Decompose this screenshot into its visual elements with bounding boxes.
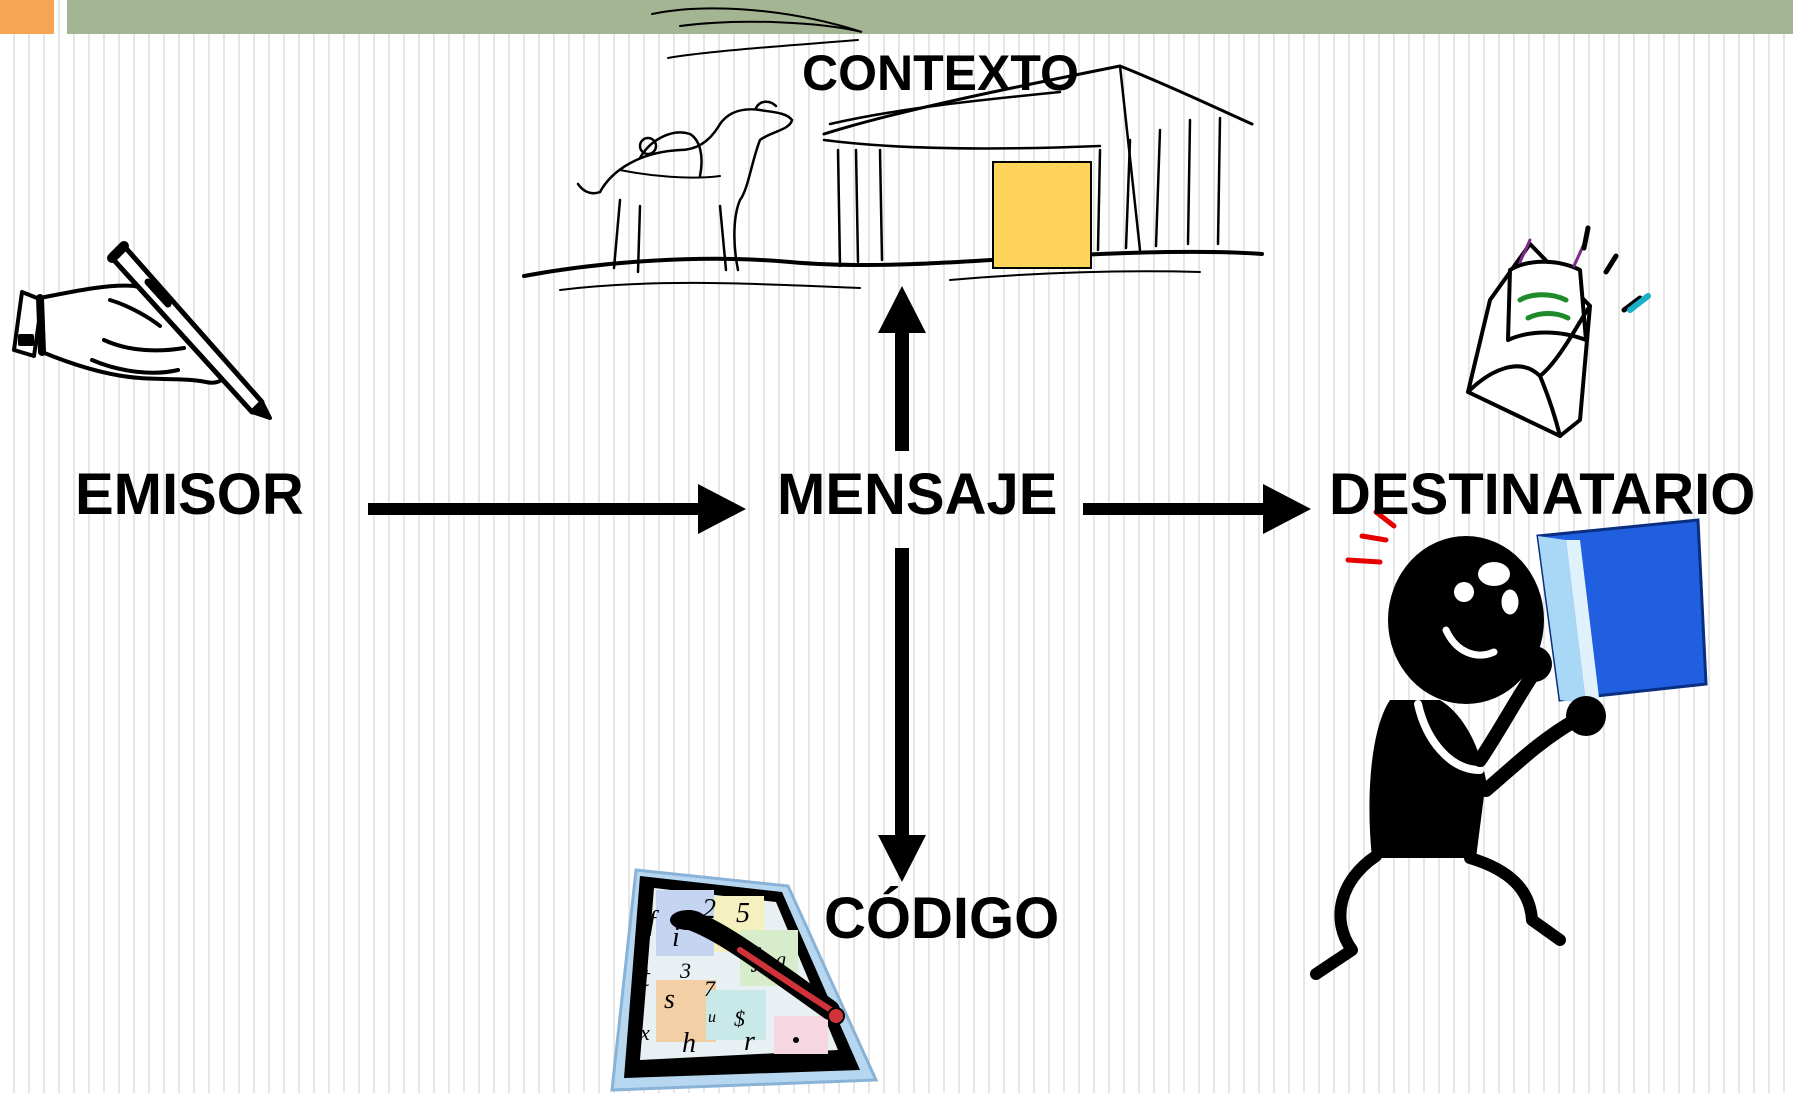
- node-emisor: EMISOR: [75, 462, 304, 527]
- svg-text:5: 5: [736, 898, 750, 929]
- top-accent-square: [0, 0, 54, 34]
- svg-text:u: u: [708, 1009, 716, 1026]
- arrow-mensaje-to-contexto: [878, 286, 926, 451]
- svg-text:x: x: [639, 1020, 650, 1045]
- svg-text:$: $: [734, 1006, 745, 1031]
- symbols-paper-with-pen-icon: f i 2 5 j g t 3 s 7 $ u x h r: [610, 868, 879, 1092]
- svg-text:t: t: [642, 962, 651, 993]
- svg-text:h: h: [682, 1028, 696, 1059]
- hand-writing-with-pen-icon: [12, 241, 272, 420]
- svg-text:i: i: [672, 922, 680, 953]
- person-reading-book-icon: [1310, 509, 1708, 980]
- node-contexto: CONTEXTO: [802, 45, 1079, 101]
- svg-text:s: s: [664, 984, 675, 1015]
- svg-text:3: 3: [679, 958, 691, 983]
- node-codigo: CÓDIGO: [824, 886, 1060, 951]
- arrow-mensaje-to-codigo: [878, 548, 926, 882]
- svg-text:r: r: [744, 1026, 755, 1057]
- arrow-mensaje-to-destinatario: [1083, 484, 1311, 534]
- open-envelope-letter-icon: [1466, 225, 1651, 438]
- desert-camel-tent-icon: [522, 7, 1264, 291]
- node-destinatario: DESTINATARIO: [1329, 462, 1756, 527]
- arrow-emisor-to-mensaje: [368, 484, 746, 534]
- top-banner-bar: [67, 0, 1793, 34]
- node-mensaje: MENSAJE: [777, 462, 1058, 527]
- svg-text:7: 7: [704, 976, 716, 1001]
- svg-text:g: g: [776, 949, 786, 971]
- svg-text:f: f: [648, 906, 659, 937]
